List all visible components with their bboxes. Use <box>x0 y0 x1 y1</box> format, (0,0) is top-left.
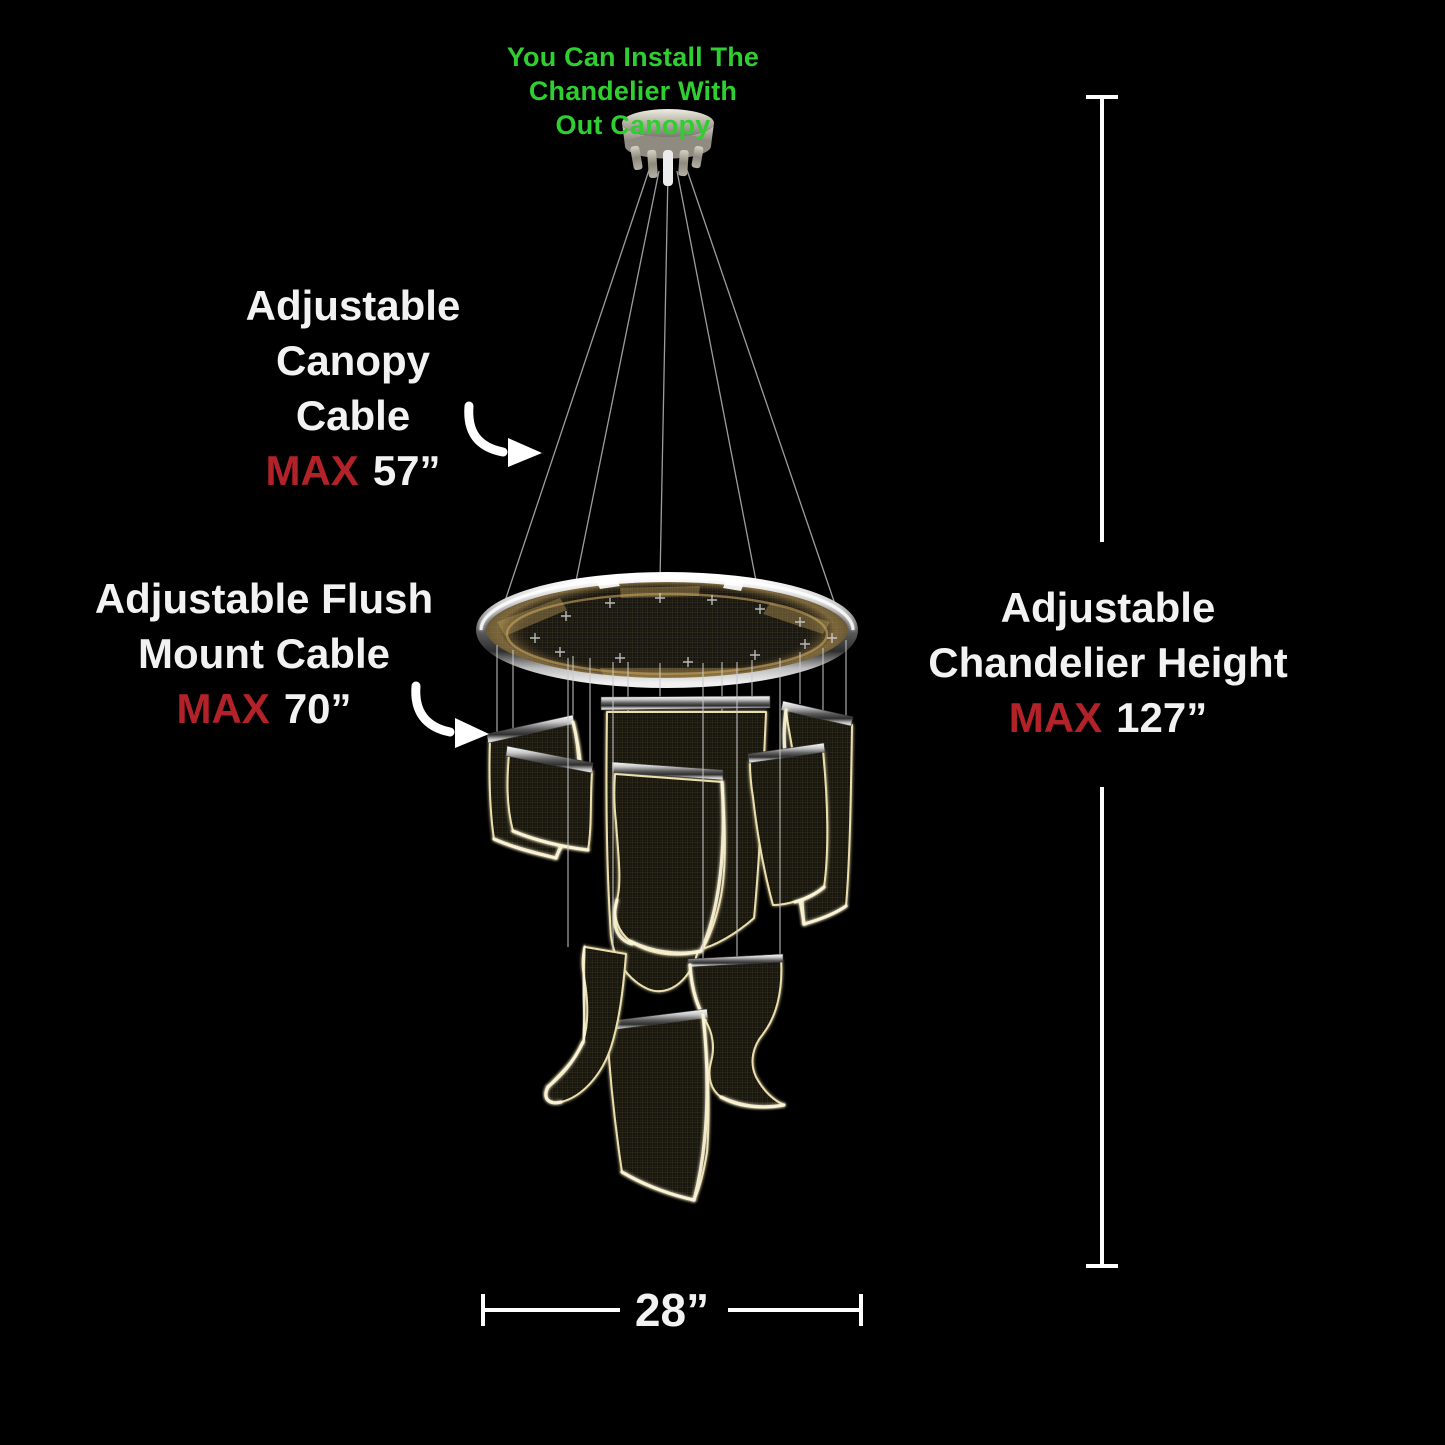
curved-arrow-icon <box>464 401 542 467</box>
annotation-height-line1: Adjustable <box>1000 584 1216 631</box>
max-value: 70” <box>283 685 352 732</box>
annotation-canopy-cable-line2: Cable <box>295 392 411 439</box>
canopy-cable-fittings <box>630 145 704 186</box>
acrylic-panels-upper <box>486 695 854 993</box>
annotation-canopy-cable-max: MAX 57” <box>163 443 543 498</box>
chandelier-ring <box>476 572 858 688</box>
ceiling-canopy <box>622 109 714 186</box>
canopy-cables <box>499 169 839 617</box>
annotation-flush-mount-cable: Adjustable Flush Mount Cable MAX 70” <box>74 571 454 736</box>
max-value: 127” <box>1116 694 1208 741</box>
acrylic-panel-bottom <box>601 1008 710 1202</box>
max-label: MAX <box>1008 694 1103 741</box>
ring-clamp-fittings <box>530 593 837 667</box>
curved-arrow-icon <box>411 681 489 748</box>
width-measurement-line <box>481 1294 863 1326</box>
acrylic-panel-crescent <box>544 945 627 1105</box>
max-value: 57” <box>372 447 441 494</box>
annotation-height-line2: Chandelier Height <box>928 639 1288 686</box>
acrylic-panel-inner-left <box>505 745 594 852</box>
annotation-height-max: MAX 127” <box>908 690 1308 745</box>
max-label: MAX <box>265 447 359 494</box>
acrylic-panel-goblet <box>687 953 786 1109</box>
width-dimension-label: 28” <box>634 1284 710 1336</box>
max-label: MAX <box>176 685 270 732</box>
install-note-line2: Out Canopy <box>555 110 711 140</box>
annotation-chandelier-height: Adjustable Chandelier Height MAX 127” <box>908 580 1308 745</box>
annotation-flush-mount-max: MAX 70” <box>74 681 454 736</box>
acrylic-panel-center-front <box>611 761 726 956</box>
annotation-flush-mount-line2: Mount Cable <box>138 630 390 677</box>
acrylic-panels-lower <box>544 945 786 1202</box>
annotation-canopy-cable: Adjustable Canopy Cable MAX 57” <box>163 278 543 498</box>
install-note-line1: You Can Install The Chandelier With <box>506 42 760 106</box>
height-measurement-line <box>1086 95 1118 1268</box>
acrylic-panel-inner-right <box>747 742 829 906</box>
annotation-flush-mount-line1: Adjustable Flush <box>94 575 434 622</box>
install-note: You Can Install The Chandelier With Out … <box>433 40 833 142</box>
annotation-canopy-cable-line1: Adjustable Canopy <box>245 282 461 384</box>
